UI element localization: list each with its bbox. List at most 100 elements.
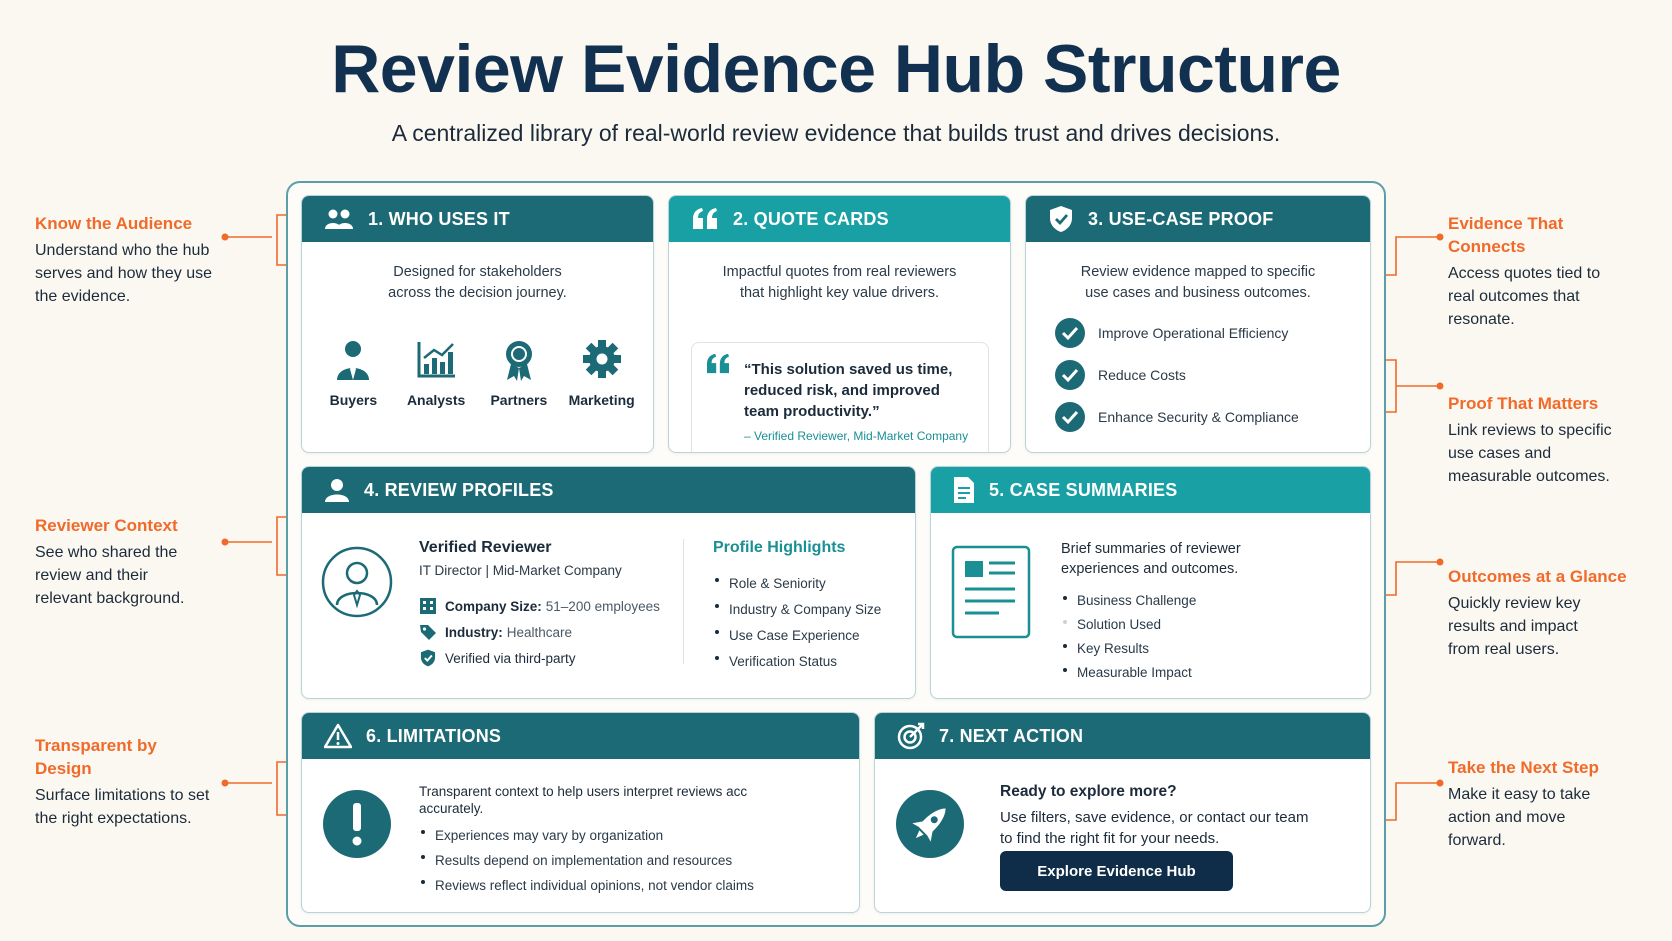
callout-outcomes-text: Quickly review key results and impact fr… (1448, 595, 1581, 658)
list-item: Verification Status (713, 649, 881, 675)
card-title: 4. REVIEW PROFILES (364, 479, 554, 500)
card-header: 7. NEXT ACTION (875, 713, 1370, 759)
chart-icon (417, 342, 456, 378)
summary-document-icon (951, 545, 1031, 639)
card-title: 5. CASE SUMMARIES (989, 479, 1178, 500)
callout-know-audience-title: Know the Audience (35, 214, 193, 233)
alert-circle-icon (323, 790, 391, 858)
card-desc-line: use cases and business outcomes. (1085, 285, 1311, 301)
card-header: 5. CASE SUMMARIES (931, 467, 1370, 513)
rocket-icon (896, 790, 964, 858)
list-item: Results depend on implementation and res… (419, 848, 754, 873)
profile-highlights-list: Role & Seniority Industry & Company Size… (713, 571, 881, 675)
quote-attribution: – Verified Reviewer, Mid-Market Company (744, 429, 969, 443)
explore-evidence-hub-button[interactable]: Explore Evidence Hub (1000, 851, 1233, 891)
award-icon (505, 341, 532, 381)
shield-check-icon (1050, 206, 1072, 232)
list-item: Role & Seniority (713, 571, 881, 597)
check-circle-icon (1055, 402, 1085, 432)
target-icon (897, 722, 925, 750)
card-desc: Transparent context to help users interp… (419, 784, 748, 816)
quote-card: “This solution saved us time, reduced ri… (691, 342, 989, 452)
card-title: 1. WHO USES IT (368, 208, 510, 229)
card-title: 7. NEXT ACTION (939, 725, 1084, 746)
list-item: Business Challenge (1061, 589, 1196, 613)
industry-row: Industry: Healthcare (419, 623, 572, 641)
check-circle-icon (1055, 318, 1085, 348)
user-icon (325, 479, 349, 502)
card-title: 2. QUOTE CARDS (733, 208, 889, 229)
card-header: 4. REVIEW PROFILES (302, 467, 915, 513)
card-review-profiles: 4. REVIEW PROFILES Verified Reviewer IT … (301, 466, 916, 699)
card-header: 1. WHO USES IT (302, 196, 653, 242)
profile-divider (683, 539, 684, 664)
company-size-row: Company Size: 51–200 employees (419, 597, 660, 615)
callout-transparent-text: Surface limitations to set the right exp… (35, 787, 210, 827)
next-action-title: Ready to explore more? (1000, 783, 1177, 800)
reviewer-name: Verified Reviewer (419, 539, 552, 556)
gear-icon (582, 340, 621, 378)
card-header: 3. USE-CASE PROOF (1026, 196, 1370, 242)
audience-partners: Partners (479, 338, 559, 410)
callout-proof-matters-text: Link reviews to specific use cases and m… (1448, 422, 1612, 485)
case-summary-list: Business Challenge Solution Used Key Res… (1061, 589, 1196, 685)
audience-marketing: Marketing (562, 338, 642, 410)
card-next-action: 7. NEXT ACTION Ready to explore more? Us… (874, 712, 1371, 913)
limitations-list: Experiences may vary by organization Res… (419, 823, 754, 898)
audience-analysts: Analysts (396, 338, 476, 410)
building-icon (420, 598, 436, 614)
check-circle-icon (1055, 360, 1085, 390)
use-case-item: Improve Operational Efficiency (1054, 312, 1370, 354)
quote-mark-icon (707, 353, 729, 374)
callout-know-audience-text: Understand who the hub serves and how th… (35, 242, 212, 305)
list-item: Solution Used (1061, 613, 1196, 637)
card-desc: Brief summaries of reviewer experiences … (1061, 541, 1241, 577)
callout-outcomes-title: Outcomes at a Glance (1448, 567, 1627, 586)
card-desc-line: that highlight key value drivers. (739, 285, 940, 301)
document-icon (954, 477, 974, 503)
card-title: 3. USE-CASE PROOF (1088, 208, 1274, 229)
users-icon (325, 209, 353, 229)
callout-next-step-text: Make it easy to take action and move for… (1448, 786, 1591, 849)
card-header: 6. LIMITATIONS (302, 713, 859, 759)
card-desc-line: Impactful quotes from real reviewers (722, 264, 957, 280)
list-item: Use Case Experience (713, 623, 881, 649)
shield-check-icon (420, 649, 436, 667)
callout-reviewer-context-title: Reviewer Context (35, 516, 178, 535)
list-item: Reviews reflect individual opinions, not… (419, 873, 754, 898)
card-quote-cards: 2. QUOTE CARDS Impactful quotes from rea… (668, 195, 1011, 453)
card-who-uses-it: 1. WHO USES IT Designed for stakeholders… (301, 195, 654, 453)
card-use-case-proof: 3. USE-CASE PROOF Review evidence mapped… (1025, 195, 1371, 453)
callout-evidence-connects-text: Access quotes tied to real outcomes that… (1448, 265, 1601, 328)
card-desc-line: across the decision journey. (388, 285, 567, 301)
list-item: Industry & Company Size (713, 597, 881, 623)
card-header: 2. QUOTE CARDS (669, 196, 1010, 242)
list-item: Experiences may vary by organization (419, 823, 754, 848)
callout-transparent-title: Transparent by Design (35, 736, 157, 778)
list-item: Measurable Impact (1061, 661, 1196, 685)
reviewer-avatar-icon (321, 546, 393, 618)
next-action-text: Use filters, save evidence, or contact o… (1000, 809, 1309, 847)
audience-buyers: Buyers (313, 338, 393, 410)
card-desc-line: Designed for stakeholders (393, 264, 562, 280)
card-case-summaries: 5. CASE SUMMARIES Brief summaries of rev… (930, 466, 1371, 699)
use-case-item: Enhance Security & Compliance (1054, 396, 1370, 438)
use-case-item: Reduce Costs (1054, 354, 1370, 396)
card-desc-line: Review evidence mapped to specific (1080, 264, 1316, 280)
quote-icon (693, 208, 717, 229)
warning-icon (324, 723, 352, 749)
verified-row: Verified via third-party (419, 649, 576, 667)
callout-evidence-connects-title: Evidence That Connects (1448, 214, 1564, 256)
card-title: 6. LIMITATIONS (366, 725, 502, 746)
reviewer-role: IT Director | Mid-Market Company (419, 563, 622, 578)
page-title: Review Evidence Hub Structure (331, 31, 1341, 107)
profile-highlights-title: Profile Highlights (713, 539, 846, 556)
quote-text: “This solution saved us time, reduced ri… (744, 361, 953, 420)
callout-next-step-title: Take the Next Step (1448, 758, 1599, 777)
page-subtitle: A centralized library of real-world revi… (391, 120, 1281, 146)
card-limitations: 6. LIMITATIONS Transparent context to he… (301, 712, 860, 913)
buyer-icon (337, 341, 370, 380)
callout-proof-matters-title: Proof That Matters (1448, 394, 1599, 413)
tag-icon (420, 625, 436, 640)
callout-reviewer-context-text: See who shared the review and their rele… (35, 544, 185, 607)
